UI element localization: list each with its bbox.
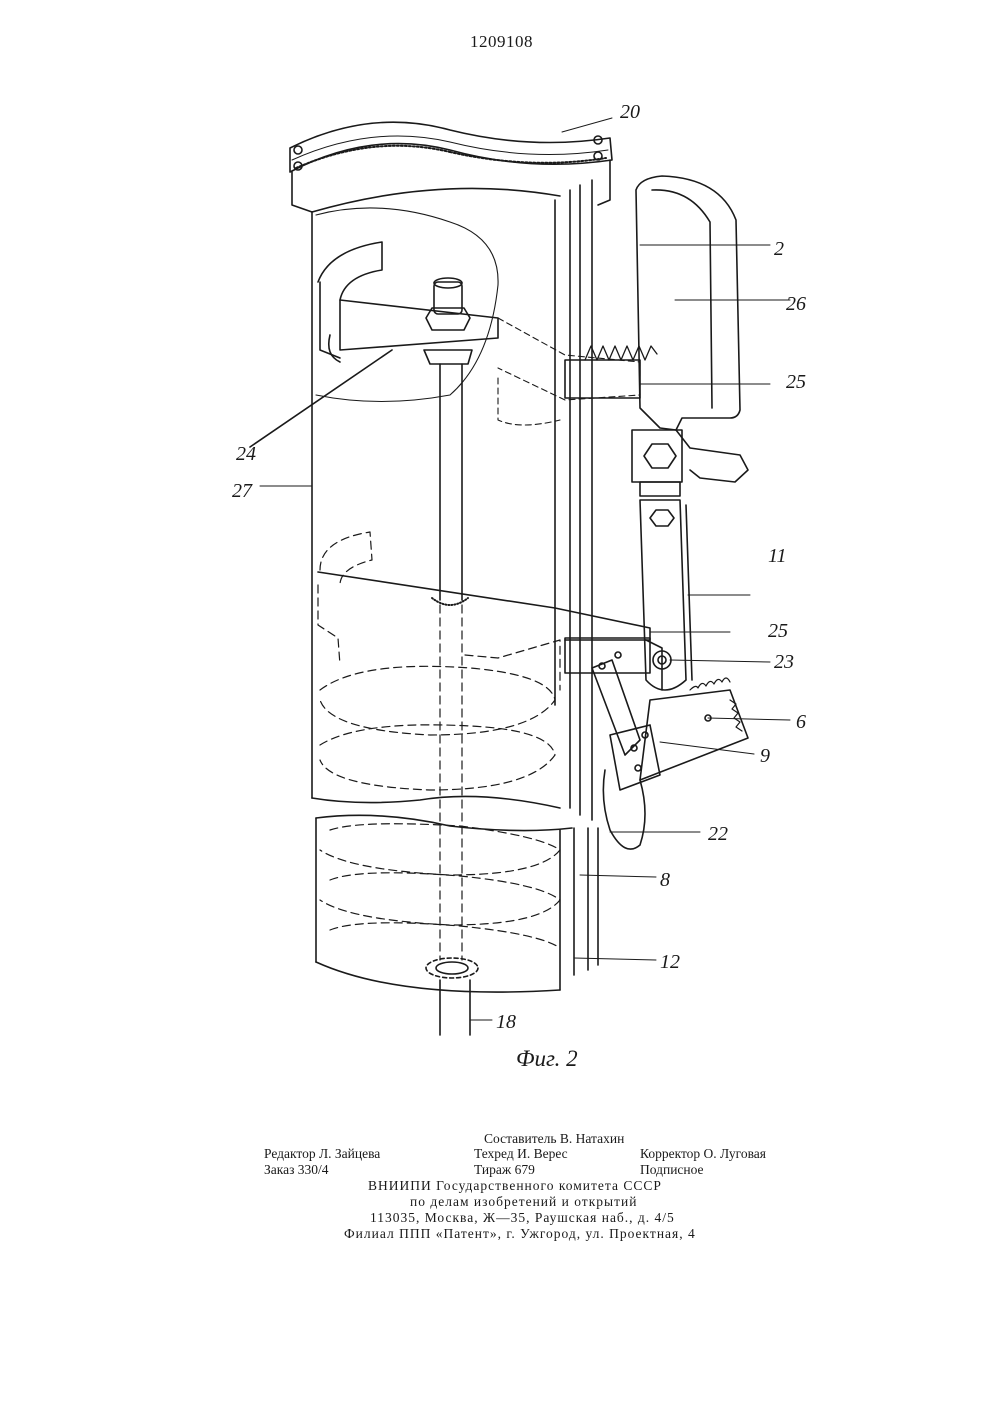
label-25-lower: 25 <box>768 620 788 642</box>
bracket-upper <box>498 318 640 425</box>
label-6: 6 <box>796 711 806 733</box>
auger-hidden <box>318 532 560 960</box>
imprint-techred: Техред И. Верес <box>474 1146 568 1162</box>
imprint-order: Заказ 330/4 <box>264 1162 329 1178</box>
spring-26 <box>585 346 657 360</box>
imprint-address: 113035, Москва, Ж—35, Раушская наб., д. … <box>370 1210 675 1226</box>
label-18: 18 <box>496 1011 516 1033</box>
label-8: 8 <box>660 869 670 891</box>
label-9: 9 <box>760 745 770 767</box>
shaft-18 <box>426 958 492 1035</box>
label-25-upper: 25 <box>786 371 806 393</box>
gear-sector <box>610 678 748 790</box>
upper-arm <box>250 242 498 605</box>
label-20: 20 <box>620 101 640 123</box>
label-2: 2 <box>774 238 784 260</box>
label-27: 27 <box>232 480 253 502</box>
figure-caption: Фиг. 2 <box>516 1046 578 1071</box>
label-12: 12 <box>660 951 680 973</box>
handle <box>636 176 790 482</box>
top-cap <box>290 122 612 212</box>
imprint-circulation: Тираж 679 <box>474 1162 535 1178</box>
label-22: 22 <box>708 823 728 845</box>
imprint-editor: Редактор Л. Зайцева <box>264 1146 380 1162</box>
imprint-corrector: Корректор О. Луговая <box>640 1146 766 1162</box>
clamp <box>632 430 682 496</box>
label-11: 11 <box>768 545 787 567</box>
plate-22 <box>592 652 645 849</box>
imprint-subscription: Подписное <box>640 1162 704 1178</box>
imprint-compiler: Составитель В. Натахин <box>484 1131 624 1147</box>
label-23: 23 <box>774 651 794 673</box>
imprint-org-line1: ВНИИПИ Государственного комитета СССР <box>368 1178 662 1194</box>
bracket-lower <box>318 572 730 690</box>
label-26: 26 <box>786 293 806 315</box>
imprint-branch: Филиал ППП «Патент», г. Ужгород, ул. Про… <box>344 1226 696 1242</box>
imprint-org-line2: по делам изобретений и открытий <box>410 1194 637 1210</box>
label-24: 24 <box>236 443 256 465</box>
